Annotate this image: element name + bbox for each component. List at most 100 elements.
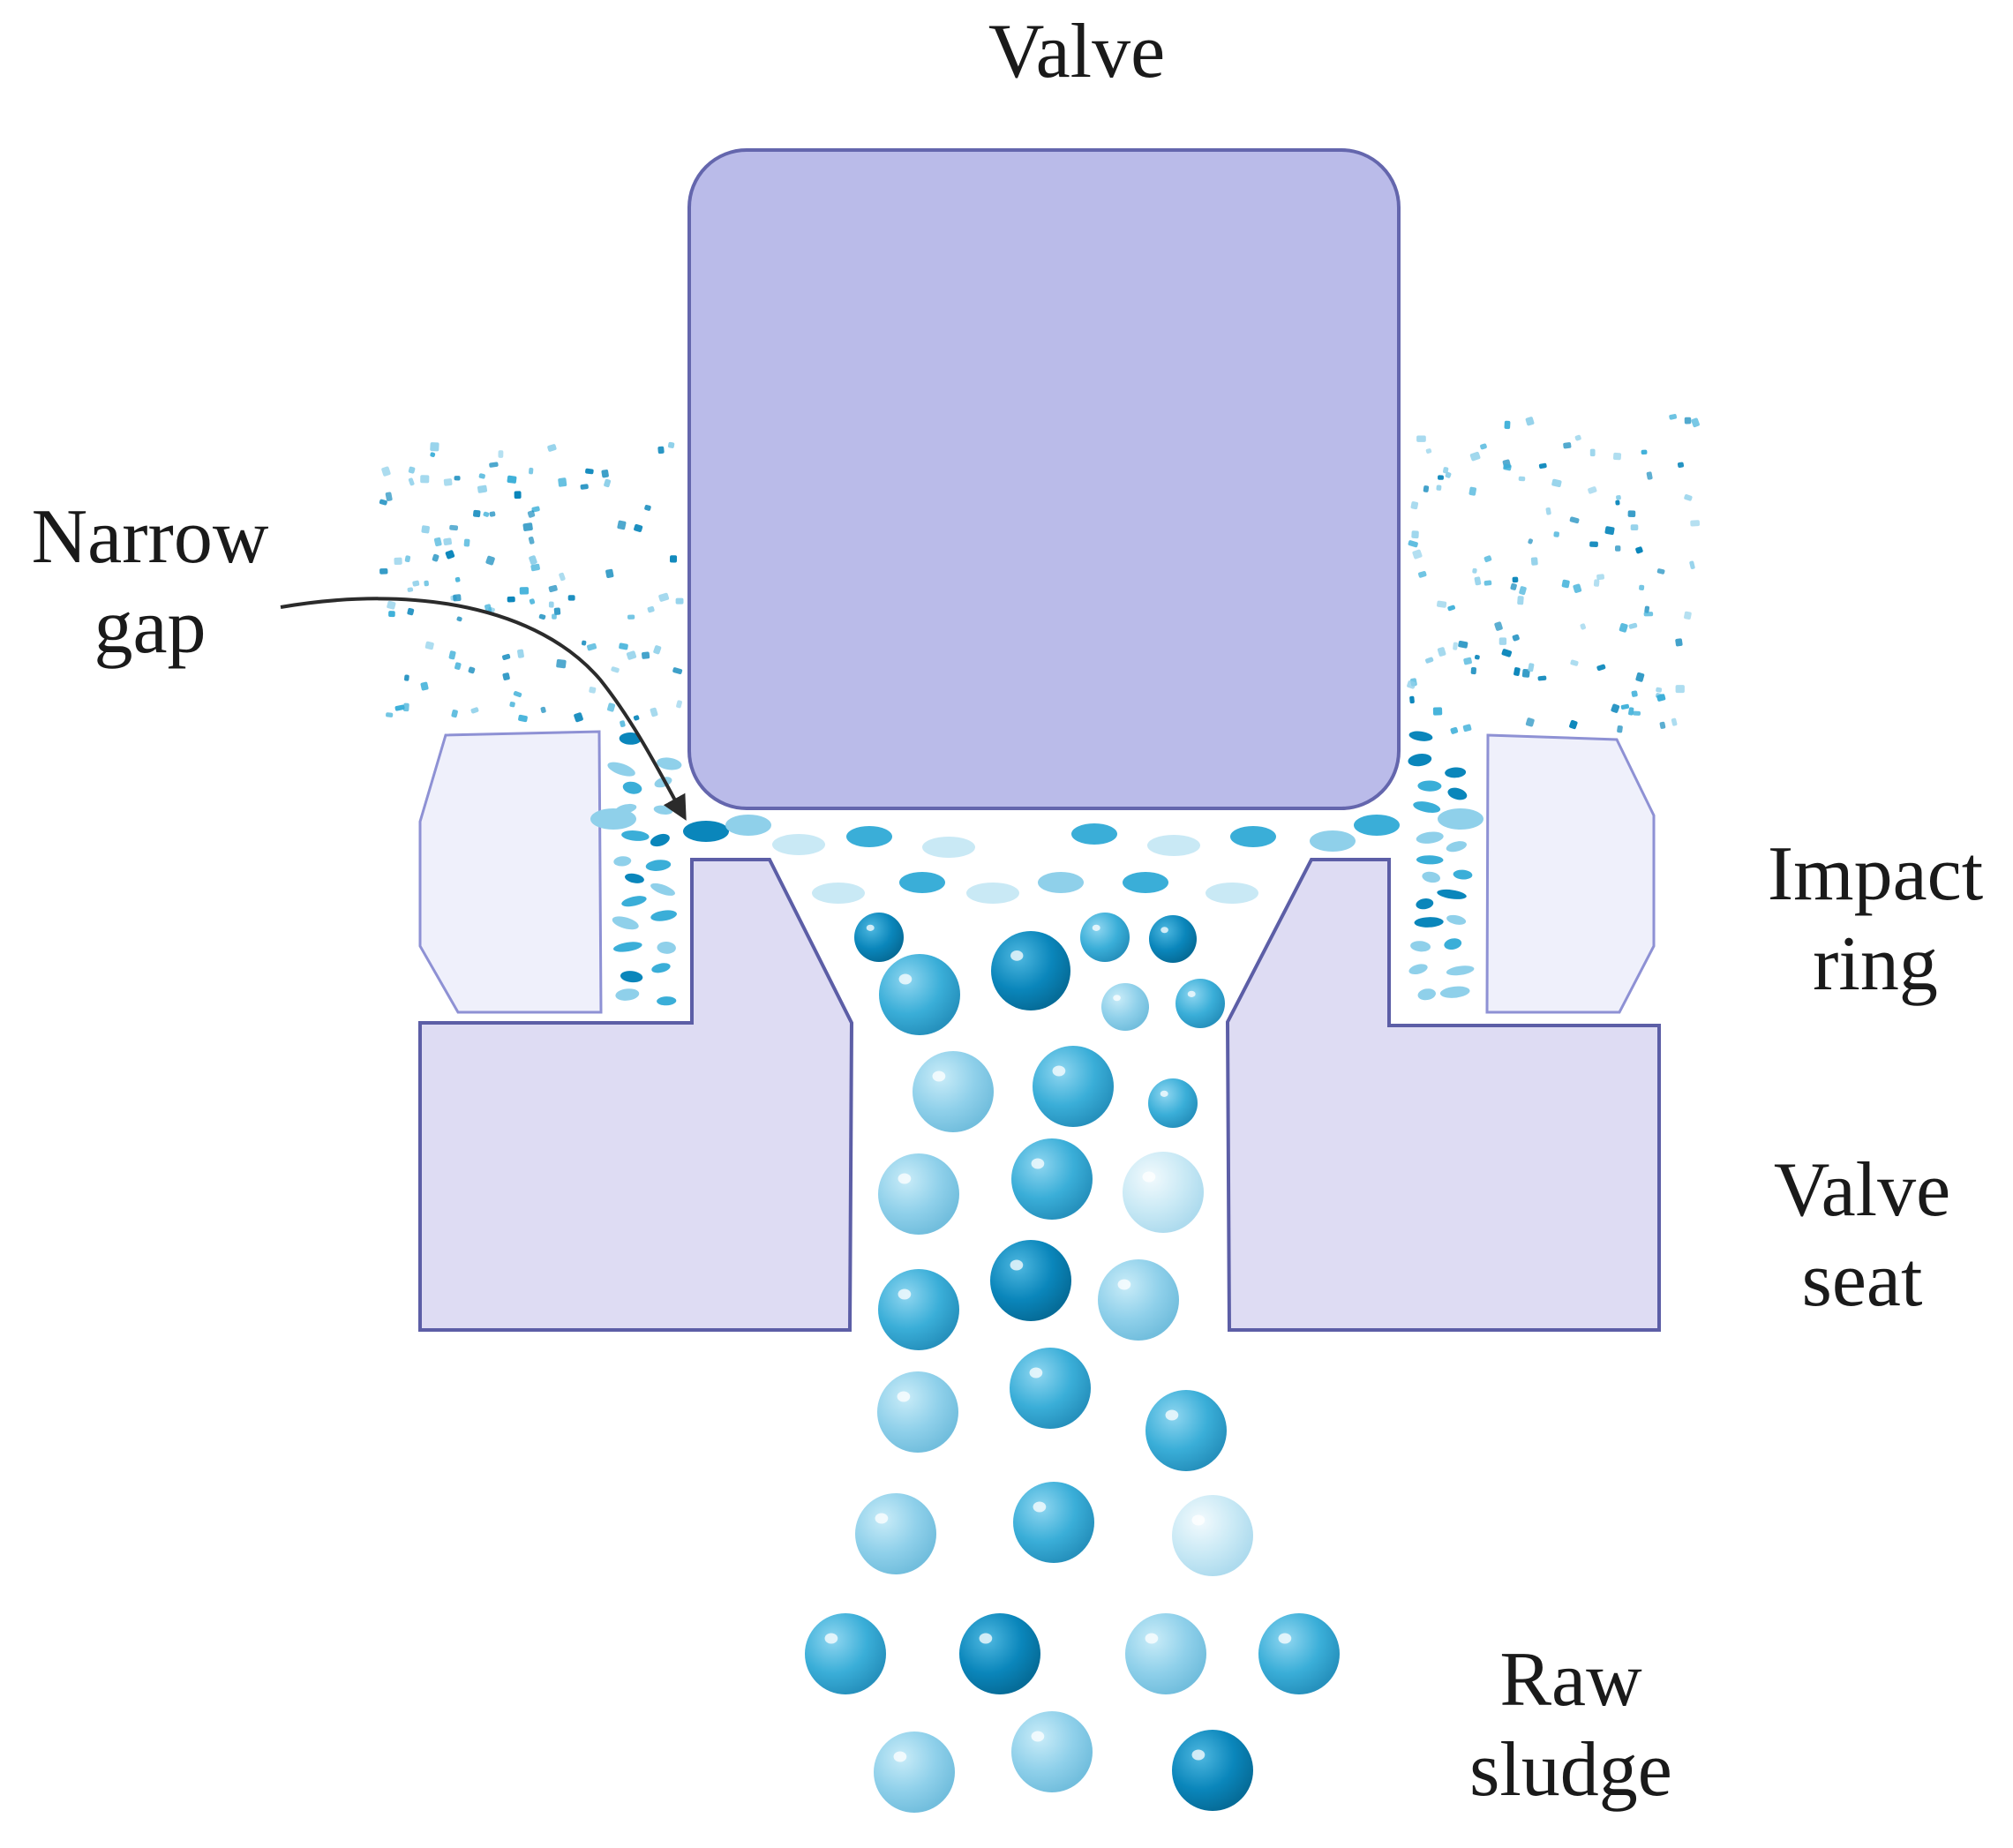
spray-speck: [552, 613, 557, 620]
sludge-droplet: [874, 1732, 955, 1813]
spray-speck: [1432, 707, 1443, 716]
spray-speck: [633, 715, 640, 721]
spray-speck: [1504, 420, 1511, 430]
sludge-droplet: [805, 1613, 886, 1694]
label-raw-sludge: Raw sludge: [1430, 1635, 1712, 1815]
raw-sludge-droplets: [805, 913, 1340, 1813]
spray-droplets: [379, 414, 1701, 1006]
label-narrow-gap-line2: gap: [94, 584, 207, 670]
spray-speck: [408, 466, 416, 474]
spray-speck: [1615, 500, 1620, 506]
spray-speck: [379, 499, 387, 506]
label-impact-ring-line2: ring: [1813, 921, 1938, 1007]
spray-speck: [1418, 571, 1427, 578]
sludge-droplet-body: [879, 954, 960, 1035]
spray-speck: [1494, 621, 1503, 631]
spray-speck: [1425, 657, 1434, 664]
gap-droplet: [612, 942, 642, 952]
spray-speck: [402, 702, 409, 712]
spray-speck: [1512, 634, 1520, 642]
gap-droplet: [613, 856, 632, 867]
label-impact-ring: Impact ring: [1747, 830, 2003, 1010]
spray-speck: [1596, 664, 1606, 672]
spray-speck: [454, 476, 461, 481]
gap-droplet: [645, 860, 672, 871]
spray-speck: [388, 611, 395, 618]
sludge-droplet: [1033, 1046, 1114, 1127]
spray-speck: [502, 653, 511, 660]
spray-speck: [483, 511, 490, 517]
spray-speck: [513, 691, 522, 698]
sludge-droplet-body: [1011, 1138, 1093, 1220]
spray-speck: [498, 450, 504, 458]
sludge-droplet-body: [877, 1371, 958, 1453]
gap-droplet: [1445, 767, 1467, 778]
sludge-droplet-body: [874, 1732, 955, 1813]
sludge-droplet: [854, 913, 904, 962]
sludge-droplet: [877, 1371, 958, 1453]
spray-speck: [658, 592, 670, 602]
sludge-droplet-highlight: [979, 1633, 993, 1644]
spray-speck: [1677, 462, 1685, 468]
spray-speck: [1437, 647, 1446, 657]
spray-speck: [507, 475, 517, 484]
gap-droplet: [1444, 938, 1462, 950]
gap-droplet: [1439, 986, 1470, 998]
spray-speck: [1411, 530, 1419, 539]
gap-droplet: [607, 762, 635, 777]
sludge-droplet: [1080, 913, 1130, 962]
spray-speck: [1447, 605, 1455, 612]
spray-speck: [1615, 545, 1621, 552]
spray-speck: [1474, 655, 1480, 660]
narrow-gap-arrow: [280, 597, 687, 821]
gap-droplet: [657, 757, 682, 770]
label-valve-seat-line2: seat: [1801, 1237, 1923, 1323]
sludge-droplet-body: [1011, 1711, 1093, 1792]
spray-speck: [1443, 467, 1449, 474]
label-impact-ring-line1: Impact: [1767, 831, 1984, 917]
spray-speck: [672, 667, 683, 675]
spray-speck: [424, 641, 434, 650]
spray-speck: [559, 572, 566, 582]
sludge-droplet: [1011, 1711, 1093, 1792]
spray-speck: [529, 598, 536, 605]
spray-speck: [489, 462, 499, 468]
spray-speck: [1684, 611, 1692, 620]
spray-speck: [1519, 586, 1527, 596]
sludge-droplet: [1013, 1482, 1094, 1563]
spray-speck: [1612, 452, 1622, 461]
spray-speck: [1525, 717, 1535, 727]
sludge-droplet-highlight: [1113, 995, 1121, 1002]
spray-speck: [443, 537, 453, 545]
sludge-droplet-body: [878, 1153, 959, 1235]
gap-droplet-flat: [846, 826, 892, 847]
spray-speck: [432, 553, 439, 562]
gap-droplet-flat: [1147, 835, 1200, 856]
sludge-droplet-highlight: [1160, 1090, 1168, 1097]
sludge-droplet: [913, 1051, 994, 1132]
spray-speck: [607, 702, 616, 712]
spray-speck: [424, 580, 429, 587]
spray-speck: [1525, 417, 1535, 426]
spray-speck: [617, 520, 627, 530]
spray-speck: [1671, 717, 1678, 726]
spray-speck: [1580, 623, 1586, 630]
spray-speck: [1517, 596, 1524, 605]
spray-speck: [574, 712, 583, 723]
gap-droplet: [657, 996, 677, 1006]
spray-speck: [620, 720, 626, 727]
spray-speck: [420, 475, 430, 484]
sludge-droplet-highlight: [1031, 1158, 1045, 1169]
spray-speck: [1514, 667, 1521, 676]
spray-speck: [408, 477, 415, 486]
sludge-droplet-body: [1148, 1078, 1198, 1128]
spray-speck: [1483, 580, 1492, 586]
gap-droplet: [625, 873, 644, 883]
spray-speck: [529, 467, 534, 475]
label-narrow-gap-line1: Narrow: [31, 494, 269, 580]
spray-speck: [1530, 557, 1538, 566]
label-raw-sludge-line1: Raw: [1499, 1637, 1642, 1723]
sludge-droplet: [991, 931, 1070, 1010]
spray-speck: [1437, 600, 1447, 608]
gap-droplet: [651, 963, 671, 973]
